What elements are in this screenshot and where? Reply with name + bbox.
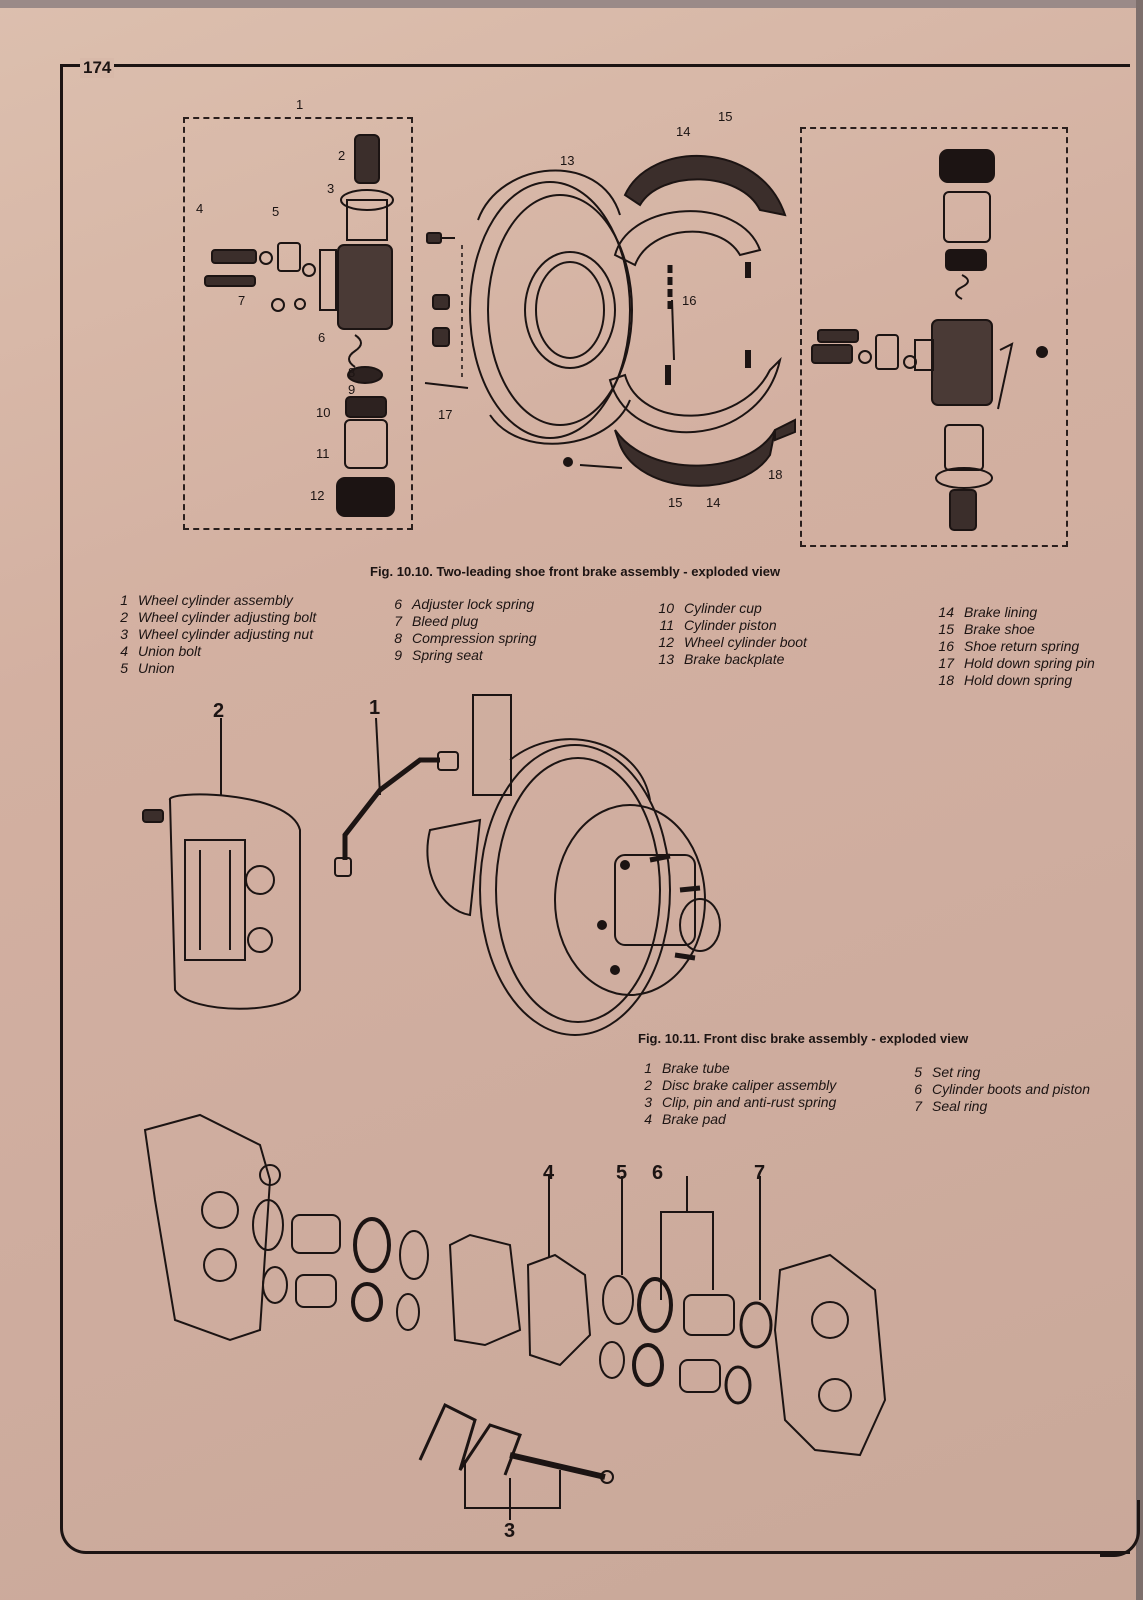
- page-frame: [60, 64, 1130, 1554]
- wheel-cylinder-boot-drawing: [336, 477, 395, 517]
- fig1-callout-9: 9: [348, 382, 356, 397]
- caliper-half-left-drawing: [143, 1113, 281, 1342]
- page-frame-corner: [1100, 1500, 1140, 1557]
- spring-seat-drawing: [347, 366, 383, 384]
- brake-tube-drawing: [342, 757, 440, 860]
- pad-pin-drawing: [509, 1452, 606, 1480]
- fig1-callout-1: 1: [296, 97, 304, 112]
- fig1-callout-16: 16: [682, 293, 697, 308]
- fig2-callout-5: 5: [616, 1162, 628, 1184]
- piston-bottom-left-drawing: [295, 1274, 337, 1308]
- piston-bottom-right-drawing: [679, 1359, 721, 1393]
- hold-down-spring-drawing: [774, 418, 796, 442]
- brake-backplate-drawing: [469, 169, 633, 445]
- page-number: 174: [80, 58, 115, 78]
- fig2-callout-2: 2: [213, 700, 225, 722]
- brake-disc-and-hub-drawing: [426, 738, 721, 1036]
- fig2-callout-1: 1: [369, 697, 381, 719]
- adjusting-nut-drawing: [340, 189, 394, 211]
- cylinder-piston-drawing: [344, 419, 388, 469]
- wheel-cylinder-group-box-left: [183, 117, 413, 530]
- fig1-callout-3: 3: [327, 181, 335, 196]
- brake-pad-left-drawing: [448, 1233, 522, 1347]
- fig-10-11-title: Fig. 10.11. Front disc brake assembly - …: [638, 1031, 969, 1046]
- brake-shoe-bottom-drawing: [608, 356, 782, 434]
- fig1-callout-12: 12: [310, 488, 325, 503]
- wheel-cylinder-group-box-right: [800, 127, 1068, 547]
- fig1-callout-14-bottom: 14: [706, 495, 721, 510]
- adjusting-bolt-drawing: [354, 134, 380, 184]
- wheel-cylinder-body-drawing: [337, 244, 393, 330]
- piston-top-right-drawing: [683, 1294, 735, 1336]
- fig1-callout-10: 10: [316, 405, 331, 420]
- anti-rust-spring-clip-drawing: [418, 1402, 522, 1476]
- fig1-callout-17: 17: [438, 407, 453, 422]
- fig-10-10-title: Fig. 10.10. Two-leading shoe front brake…: [370, 564, 781, 579]
- brake-lining-bottom-drawing: [614, 429, 776, 487]
- fig1-callout-2: 2: [338, 148, 346, 163]
- fig1-callout-14-top: 14: [676, 124, 691, 139]
- fig1-callout-11: 11: [316, 446, 330, 461]
- brake-shoe-top-drawing: [613, 210, 762, 267]
- fig2-callout-6: 6: [652, 1162, 664, 1184]
- fig1-callout-15-bottom: 15: [668, 495, 683, 510]
- caliper-half-right-drawing: [773, 1253, 887, 1457]
- fig2-callout-3: 3: [504, 1520, 516, 1542]
- strut-drawing: [472, 694, 512, 796]
- fig1-callout-7: 7: [238, 293, 246, 308]
- fig2-callout-7: 7: [754, 1162, 766, 1184]
- scanner-right-edge: [1136, 0, 1143, 1600]
- fig2-callout-4: 4: [543, 1162, 555, 1184]
- fig1-callout-4: 4: [196, 201, 204, 216]
- brake-pad-right-drawing: [526, 1253, 592, 1367]
- fig1-callout-8: 8: [348, 365, 356, 380]
- fig1-callout-18: 18: [768, 467, 783, 482]
- fig1-callout-5: 5: [272, 204, 280, 219]
- piston-top-left-drawing: [291, 1214, 341, 1254]
- brake-lining-top-drawing: [623, 155, 787, 217]
- caliper-assembly-drawing: [142, 793, 301, 1010]
- scanner-top-edge: [0, 0, 1143, 8]
- fig1-callout-6: 6: [318, 330, 326, 345]
- fig1-callout-15-top: 15: [718, 109, 733, 124]
- fig1-callout-13: 13: [560, 153, 575, 168]
- cylinder-cup-drawing: [345, 396, 387, 418]
